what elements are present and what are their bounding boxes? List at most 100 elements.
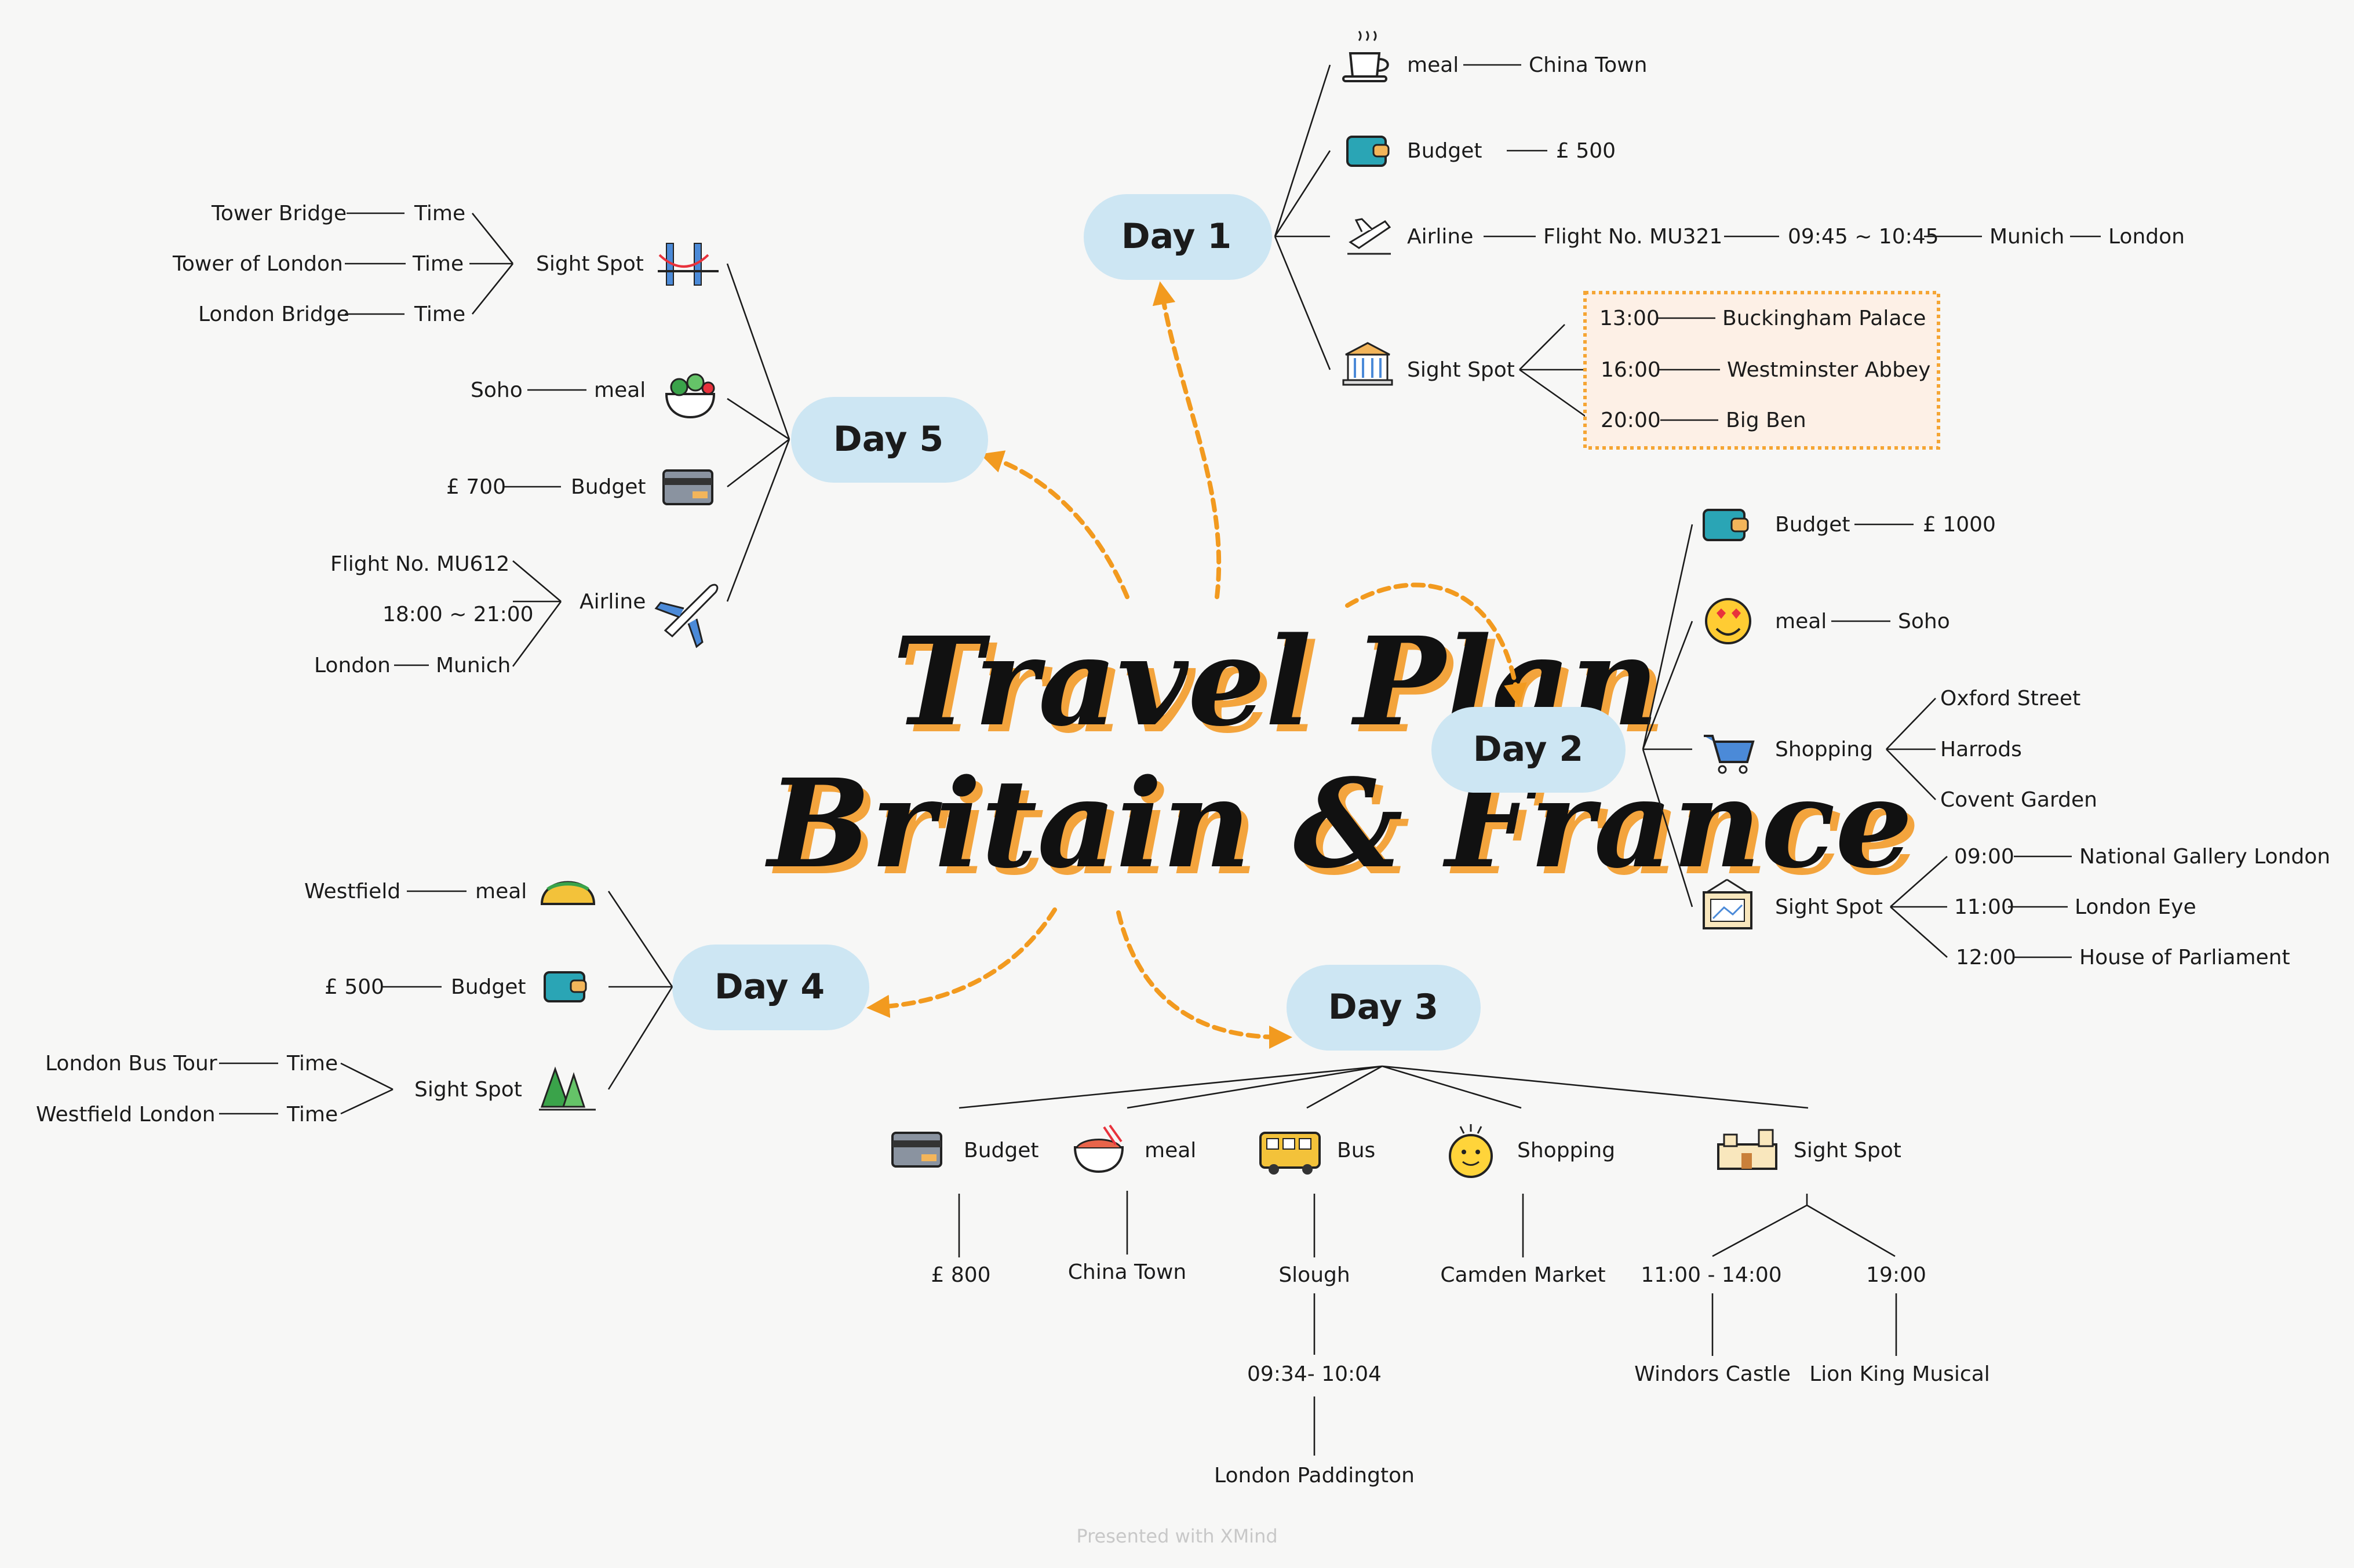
day1-budget[interactable]: Budget [1407,139,1482,163]
heart-eyes-emoji-icon [1705,598,1751,644]
day2-sight2-time[interactable]: 11:00 [1954,895,2014,919]
day1-sight1-place[interactable]: Buckingham Palace [1722,307,1926,330]
day3-sight-place2[interactable]: Lion King Musical [1809,1362,1990,1386]
day3-bus-to[interactable]: London Paddington [1214,1464,1415,1487]
day5-sight2-place[interactable]: Tower of London [172,252,343,276]
arrow-day4 [866,907,1057,1018]
day4-topic[interactable]: Day 4 [672,945,869,1030]
day3-topic[interactable]: Day 3 [1287,965,1481,1051]
day4-budget-value[interactable]: £ 500 [325,975,384,999]
day4-place2[interactable]: Westfield London [36,1103,216,1126]
day3-shopping-value[interactable]: Camden Market [1440,1263,1605,1287]
day3-meal[interactable]: meal [1145,1139,1196,1162]
day5-meal-value[interactable]: Soho [471,378,523,402]
title-line2-shadow: Britain & France [772,759,1920,902]
day4-place1[interactable]: London Bus Tour [45,1052,217,1075]
day1-airline[interactable]: Airline [1407,225,1473,249]
day3-sight[interactable]: Sight Spot [1794,1139,1901,1162]
day5-airline[interactable]: Airline [580,590,646,614]
day2-budget-value[interactable]: £ 1000 [1923,513,1996,537]
day4-meal-value[interactable]: Westfield [304,880,400,903]
castle-icon [1717,1129,1777,1170]
trees-icon [539,1066,596,1111]
day5-sight1-time[interactable]: Time [414,202,465,225]
day1-from[interactable]: Munich [1989,225,2064,249]
day1-flight[interactable]: Flight No. MU321 [1543,225,1722,249]
airplane-icon [654,584,719,648]
day5-sight2-time[interactable]: Time [412,252,464,276]
title-line2: Britain & France [765,752,1913,895]
day4-label: Day 4 [715,967,825,1007]
day1-sight1-time[interactable]: 13:00 [1599,307,1660,330]
day3-bus[interactable]: Bus [1337,1139,1375,1162]
salad-bowl-icon [665,373,716,419]
day3-bus-time[interactable]: 09:34- 10:04 [1247,1362,1382,1386]
day5-sight3-place[interactable]: London Bridge [198,302,349,326]
day3-sight-time1[interactable]: 11:00 - 14:00 [1641,1263,1781,1287]
day2-meal[interactable]: meal [1775,610,1827,633]
day5-budget-value[interactable]: £ 700 [446,475,506,499]
day5-sight3-time[interactable]: Time [414,302,465,326]
credit-card-icon [662,469,713,505]
main-arrows [866,281,1527,1049]
day2-shop1[interactable]: Oxford Street [1940,687,2080,710]
day1-budget-value[interactable]: £ 500 [1556,139,1616,163]
wallet-icon [1346,136,1390,167]
day2-shop2[interactable]: Harrods [1940,738,2022,761]
day2-topic[interactable]: Day 2 [1431,707,1626,793]
day4-meal[interactable]: meal [475,880,527,903]
central-title[interactable]: Travel Plan Travel Plan Britain & France… [765,610,1920,902]
day1-flight-time[interactable]: 09:45 ~ 10:45 [1788,225,1939,249]
day3-label: Day 3 [1328,987,1438,1027]
wallet-icon [544,971,587,1002]
day5-sight[interactable]: Sight Spot [536,252,644,276]
day5-from[interactable]: London [314,654,391,677]
day2-budget[interactable]: Budget [1775,513,1850,537]
day1-meal-value[interactable]: China Town [1529,53,1647,77]
day3-budget-value[interactable]: £ 800 [931,1263,990,1287]
day1-sight2-place[interactable]: Westminster Abbey [1727,358,1930,382]
day2-shopping[interactable]: Shopping [1775,738,1873,761]
day2-sight3-time[interactable]: 12:00 [1956,946,2016,969]
day1-to[interactable]: London [2108,225,2185,249]
day3-branch: Budget £ 800 meal China Town Bus Slough … [891,1065,1990,1487]
day2-meal-value[interactable]: Soho [1898,610,1950,633]
coffee-icon [1342,31,1389,82]
day1-sights-highlight [1583,291,1940,450]
day1-sight3-time[interactable]: 20:00 [1601,409,1661,432]
day2-sight3-place[interactable]: House of Parliament [2079,946,2290,969]
day1-sight3-place[interactable]: Big Ben [1726,409,1806,432]
smiley-icon [1449,1124,1493,1178]
day1-topic[interactable]: Day 1 [1084,194,1272,280]
day1-sight2-time[interactable]: 16:00 [1601,358,1661,382]
day5-flight[interactable]: Flight No. MU612 [330,552,509,576]
day1-meal[interactable]: meal [1407,53,1459,77]
plane-takeoff-icon [1347,218,1391,255]
day3-bus-from[interactable]: Slough [1278,1263,1350,1287]
day2-shop3[interactable]: Covent Garden [1940,788,2097,812]
day3-meal-value[interactable]: China Town [1068,1260,1186,1284]
day5-to[interactable]: Munich [436,654,511,677]
day2-sight1-time[interactable]: 09:00 [1954,845,2014,869]
day4-time2[interactable]: Time [286,1103,338,1126]
day3-sight-place1[interactable]: Windors Castle [1634,1362,1791,1386]
day5-topic[interactable]: Day 5 [791,397,988,483]
day5-sight1-place[interactable]: Tower Bridge [211,202,347,225]
day2-sight[interactable]: Sight Spot [1775,895,1883,919]
day1-sight[interactable]: Sight Spot [1407,358,1515,382]
presented-with-footer: Presented with XMind [1076,1525,1277,1547]
day2-sight1-place[interactable]: National Gallery London [2079,845,2330,869]
day4-sight[interactable]: Sight Spot [414,1078,522,1102]
day4-time1[interactable]: Time [286,1052,338,1075]
day3-shopping[interactable]: Shopping [1517,1139,1615,1162]
day5-meal[interactable]: meal [594,378,646,402]
noodle-bowl-icon [1073,1124,1124,1173]
day5-budget[interactable]: Budget [571,475,646,499]
day4-budget[interactable]: Budget [451,975,526,999]
wallet-icon [1703,509,1749,541]
day3-sight-time2[interactable]: 19:00 [1866,1263,1926,1287]
day2-sight2-place[interactable]: London Eye [2075,895,2196,919]
palace-icon [1342,342,1393,386]
day5-flight-time[interactable]: 18:00 ~ 21:00 [382,603,534,626]
day3-budget[interactable]: Budget [964,1139,1038,1162]
